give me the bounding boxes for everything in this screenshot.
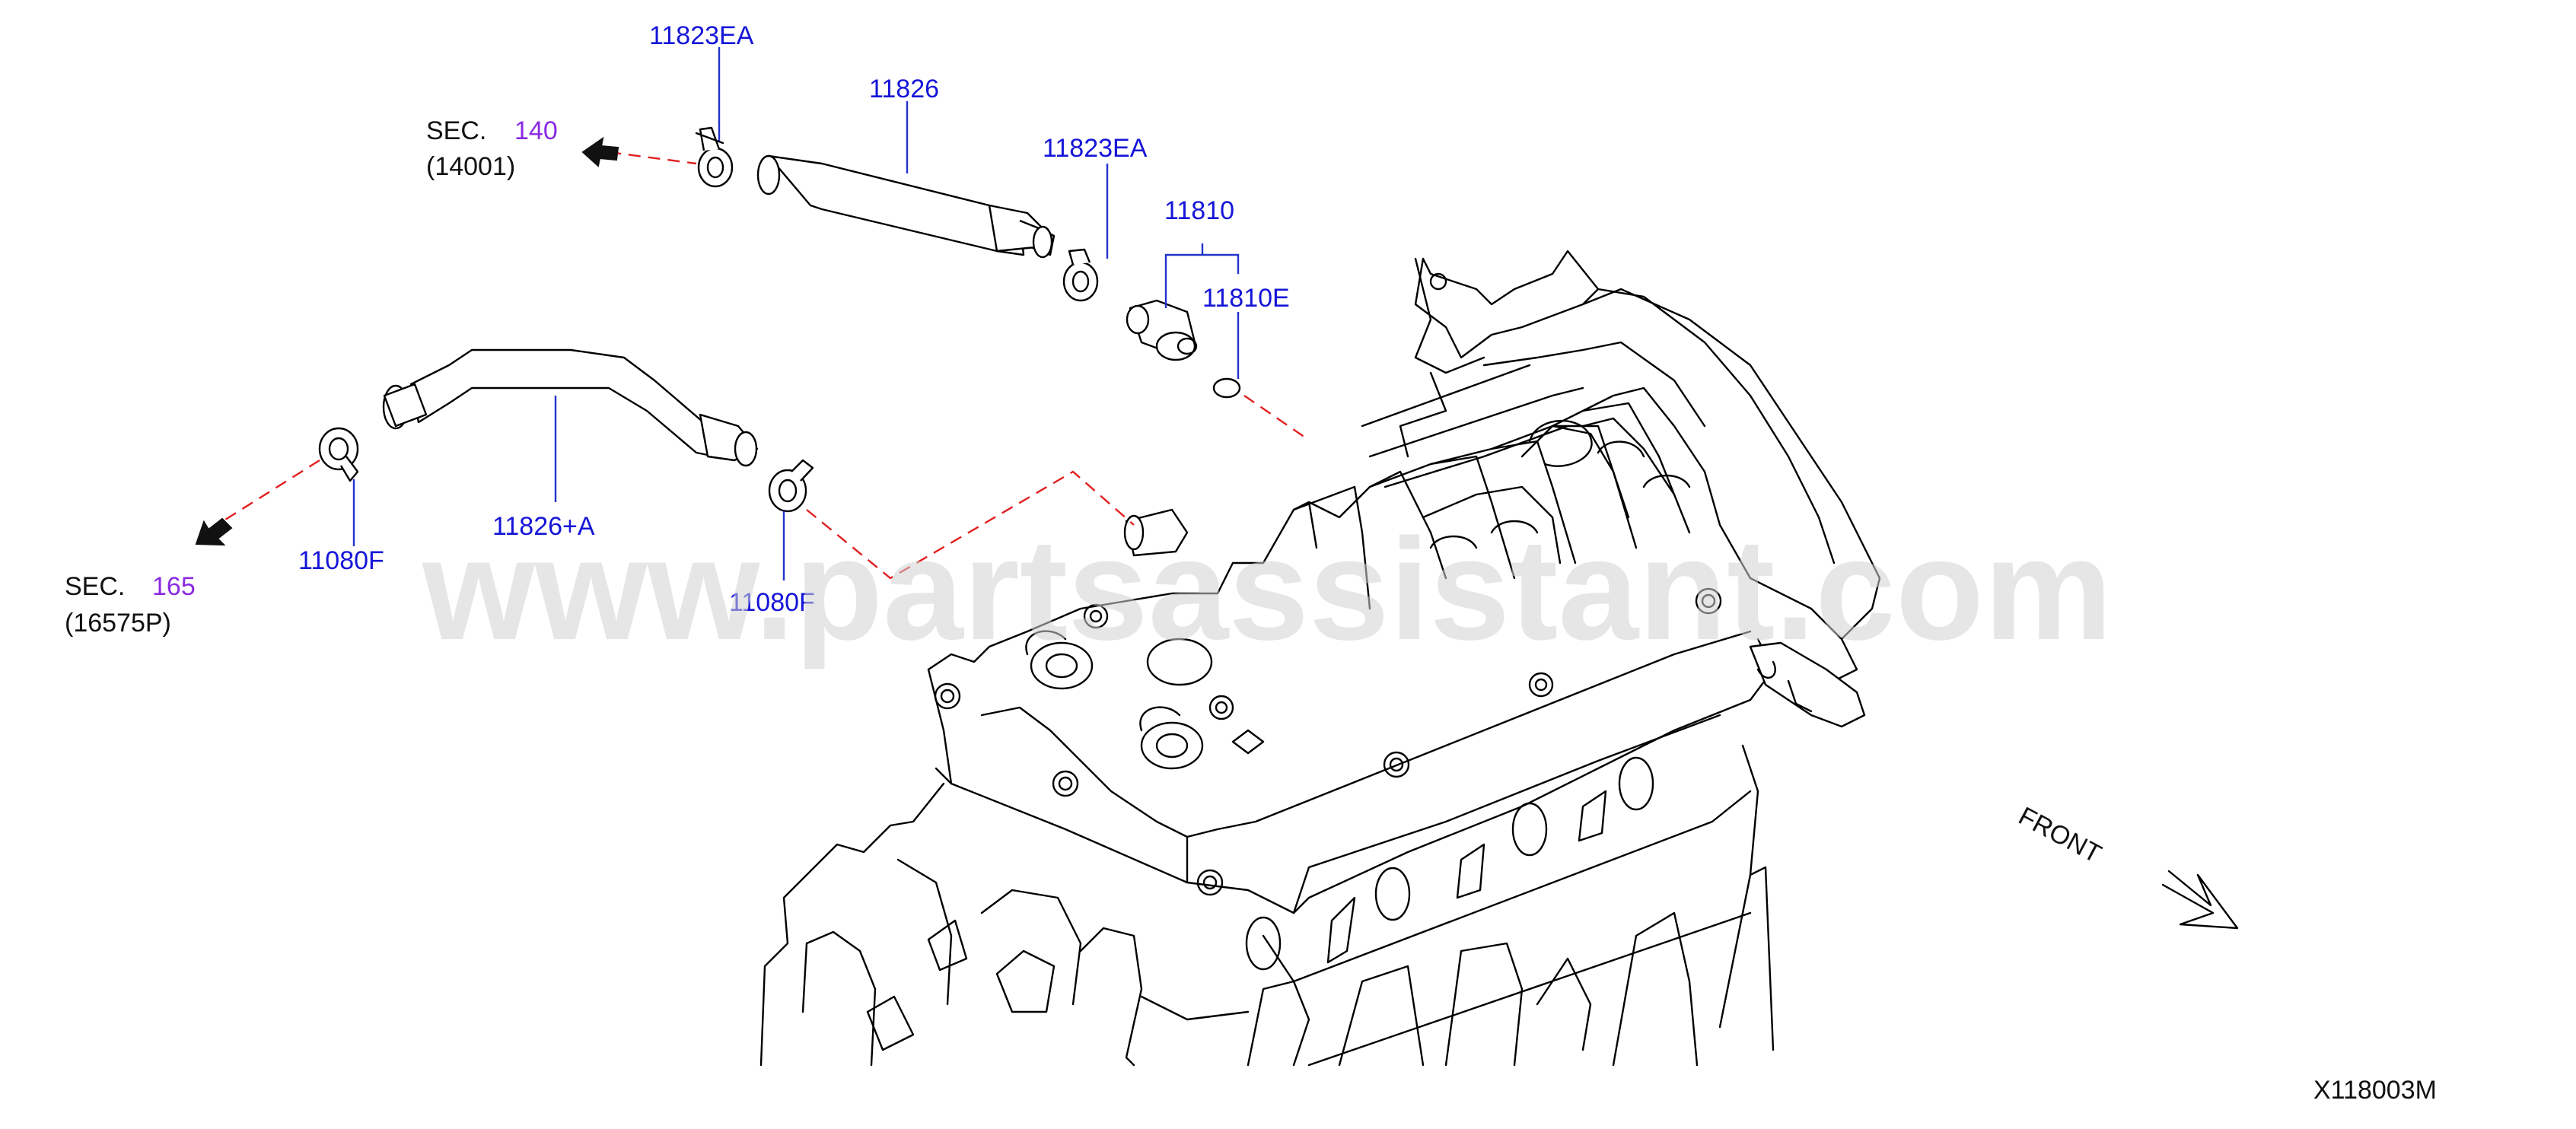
sec-140-number: 140 — [514, 116, 558, 145]
label-hose-upper: 11826 — [869, 75, 939, 103]
lower-left-clamp-drawing — [318, 427, 359, 482]
sec-165-number: 165 — [152, 572, 196, 601]
diagram-id: X118003M — [2313, 1076, 2437, 1105]
label-pcv-valve: 11810 — [1164, 196, 1234, 225]
sec-165-ref: (16575P) — [65, 609, 171, 638]
front-arrow-icon — [2161, 870, 2239, 930]
label-clamp-lower-left: 11080F — [298, 546, 384, 575]
pcv-valve-drawing — [1126, 299, 1198, 361]
lower-hose-drawing — [382, 348, 759, 467]
sec-140-prefix: SEC. — [426, 116, 486, 145]
route-lines — [216, 151, 1306, 580]
label-clamp-upper-left: 11823EA — [649, 21, 754, 50]
arrow-to-sec-165 — [195, 517, 233, 546]
arrow-to-sec-140 — [581, 136, 619, 167]
lower-right-clamp-drawing — [768, 459, 814, 513]
watermark: www.partsassistant.com — [422, 509, 2113, 670]
front-label: FRONT — [2014, 802, 2106, 870]
engine-block-drawing — [759, 250, 1881, 1067]
lower-hose-assembly — [318, 348, 814, 513]
sec-165-prefix: SEC. — [65, 572, 125, 601]
label-clamp-upper-right: 11823EA — [1043, 134, 1148, 163]
sec-140-ref: (14001) — [426, 152, 515, 181]
leader-lines — [352, 47, 1240, 580]
label-hose-lower: 11826+A — [492, 512, 595, 541]
upper-right-clamp-drawing — [1062, 248, 1099, 302]
label-clamp-lower-right: 11080F — [729, 588, 815, 617]
upper-left-clamp-drawing — [695, 126, 734, 188]
oring-drawing — [1212, 377, 1241, 399]
label-oring: 11810E — [1202, 284, 1290, 313]
upper-hose-assembly — [695, 126, 1241, 399]
upper-hose-drawing — [756, 154, 1056, 259]
